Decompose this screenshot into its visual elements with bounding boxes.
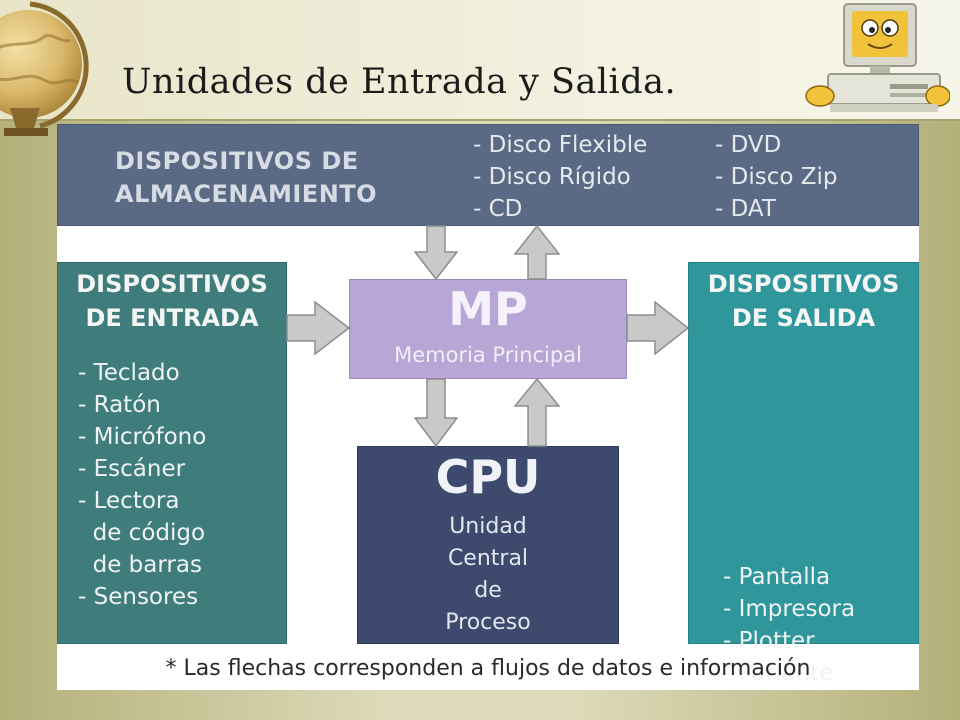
header-divider bbox=[0, 119, 960, 121]
output-item: - Impresora bbox=[723, 596, 856, 622]
input-devices-title: DISPOSITIVOS DE ENTRADA bbox=[76, 270, 268, 332]
input-item: de código bbox=[78, 520, 206, 546]
computer-mascot-icon bbox=[805, 3, 950, 112]
storage-item: - CD bbox=[473, 196, 523, 222]
main-memory-box: MP Memoria Principal bbox=[349, 279, 627, 379]
slide-header-background bbox=[0, 0, 960, 120]
flow-arrows bbox=[57, 124, 919, 690]
storage-item: - DAT bbox=[715, 196, 776, 222]
arrow-up-memory-to-storage bbox=[513, 224, 561, 280]
output-devices-title: DISPOSITIVOS DE SALIDA bbox=[707, 270, 900, 332]
cpu-title: CPU bbox=[435, 450, 541, 504]
input-devices-list: - Teclado - Ratón - Micrófono - Escáner … bbox=[78, 357, 206, 613]
slide-title: Unidades de Entrada y Salida. bbox=[122, 62, 677, 102]
globe-icon bbox=[0, 1, 89, 136]
output-item: - Pantalla bbox=[723, 564, 831, 590]
arrow-right-memory-to-output bbox=[626, 300, 690, 356]
arrow-down-memory-to-cpu bbox=[413, 378, 459, 448]
storage-item: - Disco Flexible bbox=[473, 132, 648, 158]
cpu-box: CPU Unidad Central de Proceso bbox=[357, 446, 619, 644]
input-item: - Micrófono bbox=[78, 424, 207, 450]
main-memory-title: MP bbox=[448, 282, 528, 336]
input-item: - Ratón bbox=[78, 392, 161, 418]
input-item: - Escáner bbox=[78, 456, 186, 482]
io-units-diagram: DISPOSITIVOS DE ALMACENAMIENTO - Disco F… bbox=[57, 124, 919, 690]
storage-devices-title: DISPOSITIVOS DE ALMACENAMIENTO bbox=[115, 147, 378, 208]
main-memory-subtitle: Memoria Principal bbox=[394, 343, 582, 367]
input-item: - Teclado bbox=[78, 360, 180, 386]
input-item: - Lectora bbox=[78, 488, 180, 514]
output-item: - Parlante bbox=[723, 660, 834, 686]
input-devices-box: DISPOSITIVOS DE ENTRADA - Teclado - Rató… bbox=[57, 262, 287, 644]
output-item: - Plotter bbox=[723, 628, 815, 654]
input-item: - Sensores bbox=[78, 584, 199, 610]
storage-item: - DVD bbox=[715, 132, 782, 158]
cpu-subtitle: Unidad Central de Proceso bbox=[445, 514, 531, 635]
diagram-footnote: * Las flechas corresponden a flujos de d… bbox=[165, 656, 811, 681]
storage-devices-list-right: - DVD - Disco Zip - DAT bbox=[715, 129, 837, 225]
storage-item: - Disco Rígido bbox=[473, 164, 631, 190]
output-devices-list: - Pantalla - Impresora - Plotter - Parla… bbox=[723, 561, 855, 689]
storage-item: - Disco Zip bbox=[715, 164, 838, 190]
arrow-up-cpu-to-memory bbox=[513, 377, 561, 447]
output-devices-box: DISPOSITIVOS DE SALIDA - Pantalla - Impr… bbox=[688, 262, 919, 686]
storage-devices-list-left: - Disco Flexible - Disco Rígido - CD bbox=[473, 129, 647, 225]
arrow-down-storage-to-memory bbox=[413, 225, 459, 281]
input-item: de barras bbox=[78, 552, 202, 578]
storage-devices-box: DISPOSITIVOS DE ALMACENAMIENTO - Disco F… bbox=[57, 124, 919, 226]
arrow-right-input-to-memory bbox=[286, 300, 351, 356]
